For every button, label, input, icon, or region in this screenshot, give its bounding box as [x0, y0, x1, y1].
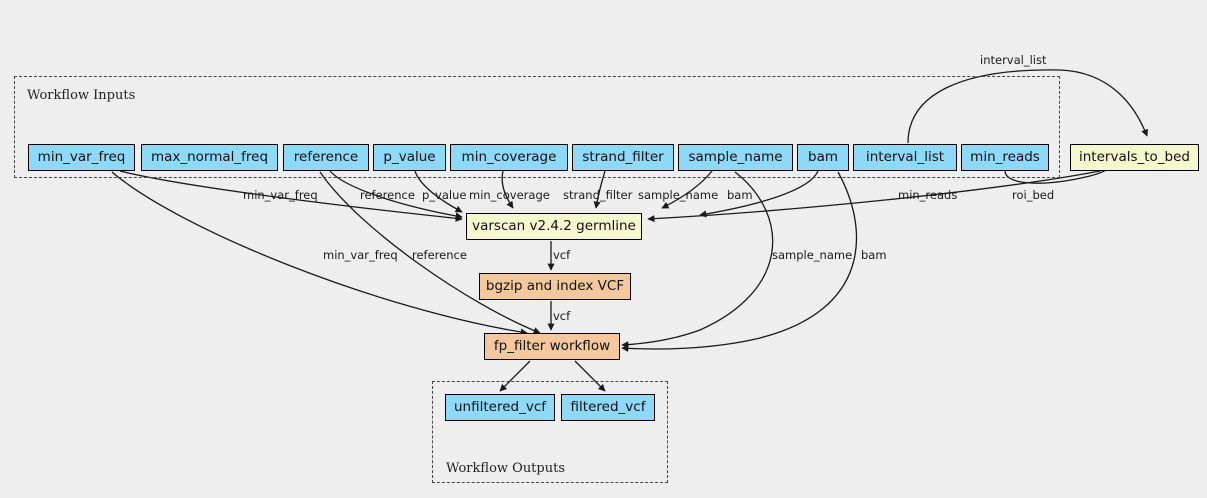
node-unfiltered_vcf[interactable]: unfiltered_vcf — [445, 394, 555, 421]
node-min_var_freq[interactable]: min_var_freq — [28, 144, 135, 171]
node-bgzip[interactable]: bgzip and index VCF — [479, 273, 631, 300]
edge-label-interval-list-top: interval_list — [980, 53, 1047, 67]
node-min_reads[interactable]: min_reads — [961, 144, 1049, 171]
edge-label-bam-varscan: bam — [727, 188, 753, 202]
edge-label-min-var-freq-fpfilter: min_var_freq — [323, 248, 398, 262]
edge-label-min-reads-intervals: min_reads — [898, 188, 958, 202]
node-interval_list[interactable]: interval_list — [853, 144, 957, 171]
node-filtered_vcf[interactable]: filtered_vcf — [561, 394, 655, 421]
edge-label-vcf-bgzip-fpfilter: vcf — [553, 309, 571, 323]
node-bam[interactable]: bam — [797, 144, 849, 171]
edge-label-vcf-varscan-bgzip: vcf — [553, 248, 571, 262]
node-max_normal_freq[interactable]: max_normal_freq — [141, 144, 278, 171]
node-varscan[interactable]: varscan v2.4.2 germline — [466, 213, 642, 240]
node-intervals_to_bed[interactable]: intervals_to_bed — [1070, 144, 1199, 171]
node-sample_name[interactable]: sample_name — [678, 144, 793, 171]
edge-label-min-var-freq-varscan: min_var_freq — [243, 188, 318, 202]
node-fp_filter[interactable]: fp_filter workflow — [484, 333, 620, 360]
node-strand_filter[interactable]: strand_filter — [572, 144, 674, 171]
edge-label-p-value-varscan: p_value — [422, 188, 467, 202]
group-label-workflow-outputs: Workflow Outputs — [446, 461, 565, 476]
node-p_value[interactable]: p_value — [373, 144, 446, 171]
group-label-workflow-inputs: Workflow Inputs — [27, 88, 136, 103]
node-reference[interactable]: reference — [283, 144, 369, 171]
edge-label-strand-filter-varscan: strand_filter — [563, 188, 633, 202]
edge-label-bam-fpfilter: bam — [861, 248, 887, 262]
group-workflow-inputs — [14, 76, 1060, 178]
edge-label-min-coverage-varscan: min_coverage — [469, 188, 550, 202]
edge-label-reference-varscan: reference — [360, 188, 415, 202]
group-workflow-outputs — [432, 381, 668, 483]
node-min_coverage[interactable]: min_coverage — [450, 144, 568, 171]
edge-label-sample-name-fpfilter: sample_name — [772, 248, 853, 262]
edge-label-reference-fpfilter: reference — [412, 248, 467, 262]
edge-label-roi-bed-varscan: roi_bed — [1012, 188, 1055, 202]
edge-label-sample-name-varscan: sample_name — [638, 188, 719, 202]
